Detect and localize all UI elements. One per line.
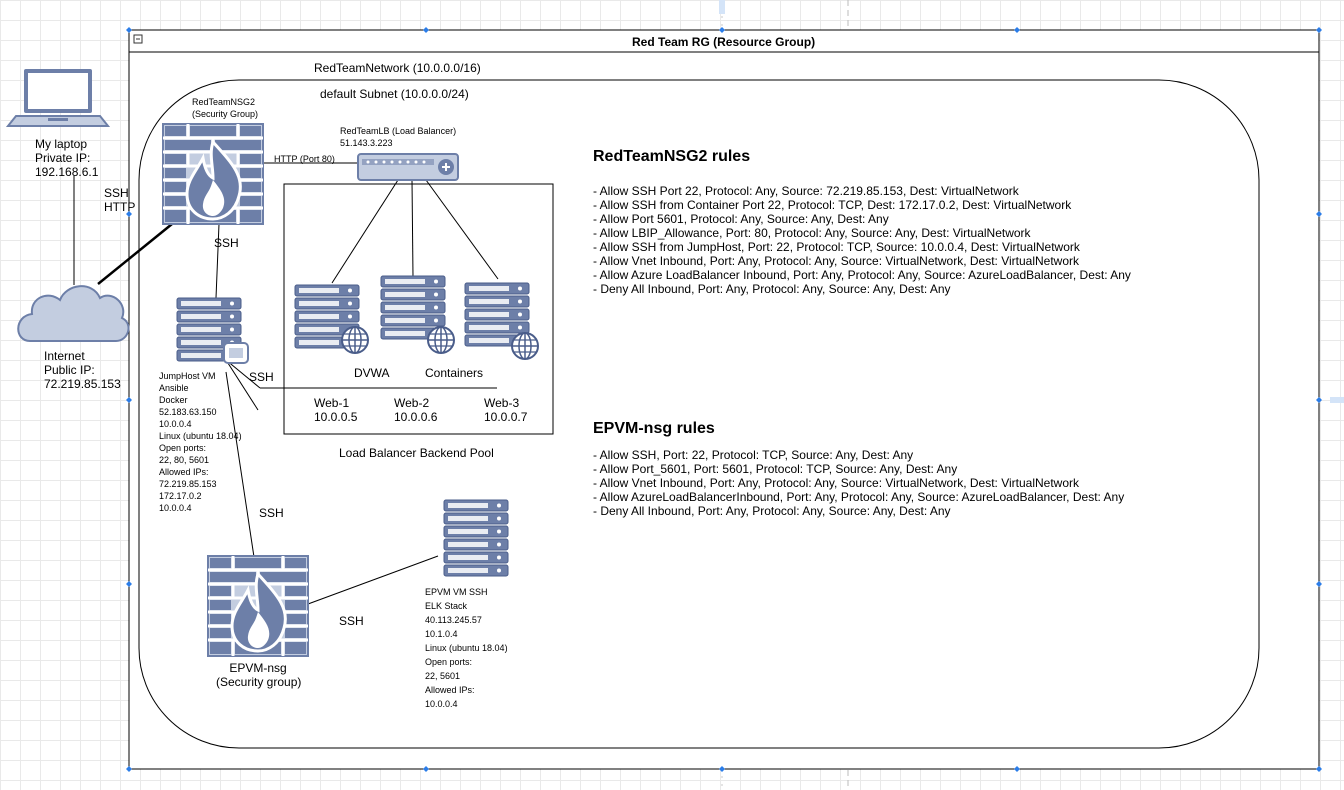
- dvwa-label: DVWA: [354, 366, 390, 380]
- backend-pool-label: Load Balancer Backend Pool: [339, 446, 494, 460]
- epvm-rule: - Deny All Inbound, Port: Any, Protocol:…: [593, 504, 951, 518]
- nsg2-rules-list: - Allow SSH Port 22, Protocol: Any, Sour…: [593, 184, 1131, 296]
- ssh-label-jump-pool: SSH: [249, 370, 274, 384]
- http-link-label: HTTP (Port 80): [274, 154, 335, 164]
- web-1-server-icon[interactable]: [295, 285, 369, 354]
- nsg2-rule: - Allow Port 5601, Protocol: Any, Source…: [593, 212, 889, 226]
- epvm-nsg-firewall-icon[interactable]: [206, 554, 310, 658]
- backend-pool-box[interactable]: [283, 183, 554, 435]
- epvm-rules-list: - Allow SSH, Port: 22, Protocol: TCP, So…: [593, 448, 1124, 518]
- load-balancer-icon[interactable]: [357, 153, 459, 181]
- connections: [73, 162, 499, 605]
- subnet-label: default Subnet (10.0.0.0/24): [320, 87, 469, 101]
- nsg2-rule: - Allow SSH from Container Port 22, Prot…: [593, 198, 1072, 212]
- containers-label: Containers: [425, 366, 484, 380]
- cloud-icon[interactable]: [17, 285, 130, 342]
- nsg2-rules-title: RedTeamNSG2 rules: [593, 148, 751, 165]
- laptop-icon[interactable]: [5, 69, 111, 127]
- nsg2-rule: - Deny All Inbound, Port: Any, Protocol:…: [593, 282, 951, 296]
- resource-group-title: Red Team RG (Resource Group): [632, 35, 816, 49]
- vnet-label: RedTeamNetwork (10.0.0.0/16): [314, 61, 481, 75]
- nsg2-firewall-icon[interactable]: [161, 122, 265, 226]
- selection-handles: [126, 27, 1322, 772]
- nsg2-rule: - Allow Vnet Inbound, Port: Any, Protoco…: [593, 254, 1080, 268]
- epvm-nsg-label: EPVM-nsg(Security group): [216, 661, 302, 689]
- ssh-label-epnsg-epvm: SSH: [339, 614, 364, 628]
- epvm-rule: - Allow Vnet Inbound, Port: Any, Protoco…: [593, 476, 1080, 490]
- nsg2-rule: - Allow SSH Port 22, Protocol: Any, Sour…: [593, 184, 1019, 198]
- load-balancer-label: RedTeamLB (Load Balancer)51.143.3.223: [340, 126, 457, 148]
- monitor-icon: [223, 342, 249, 364]
- resource-group-container[interactable]: [128, 29, 1320, 770]
- epvm-rules-title: EPVM-nsg rules: [593, 420, 715, 437]
- subnet-container[interactable]: [138, 79, 1260, 749]
- nsg2-rule: - Allow Azure LoadBalancer Inbound, Port…: [593, 268, 1131, 282]
- ssh-label-nsg-jump: SSH: [214, 236, 239, 250]
- nsg2-label: RedTeamNSG2(Security Group): [192, 97, 259, 119]
- epvm-rule: - Allow Port_5601, Port: 5601, Protocol:…: [593, 462, 958, 476]
- nsg2-rule: - Allow SSH from JumpHost, Port: 22, Pro…: [593, 240, 1080, 254]
- epvm-rule: - Allow AzureLoadBalancerInbound, Port: …: [593, 490, 1125, 504]
- ssh-label-jump-epnsg: SSH: [259, 506, 284, 520]
- epvm-rule: - Allow SSH, Port: 22, Protocol: TCP, So…: [593, 448, 914, 462]
- nsg2-rule: - Allow LBIP_Allowance, Port: 80, Protoc…: [593, 226, 1031, 240]
